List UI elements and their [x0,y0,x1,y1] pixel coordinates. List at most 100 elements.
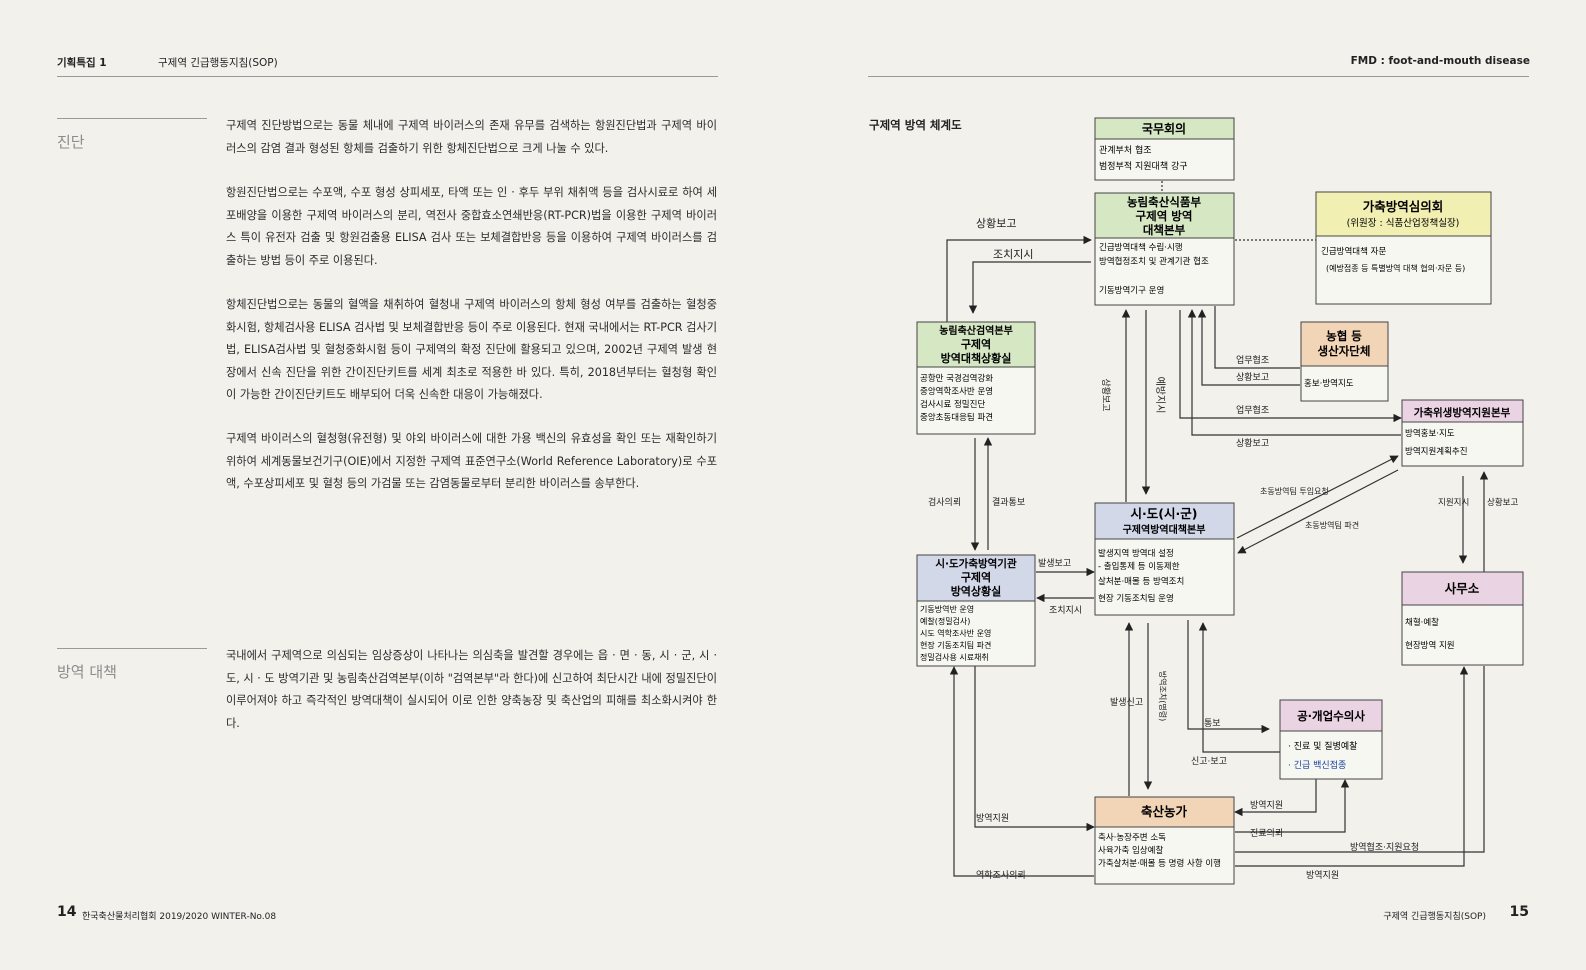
council-item: 긴급방역대책 자문 [1321,246,1386,257]
edge-label: 상황보고 [976,217,1016,230]
edge-label: 업무협조 [1236,404,1269,416]
province-title: 구제역방역대책본부 [1123,523,1206,536]
section-label: 기획특집 1 [57,57,107,69]
ministry-title: 구제역 방역 [1136,209,1193,223]
ministry-item: 기동방역기구 운영 [1099,285,1164,296]
farm-box: 축산농가 축사·농장주변 소독 사육가축 임상예찰 가축살처분·매몰 등 명령 … [1094,796,1235,885]
edge-label: 발생보고 [1038,558,1071,569]
ministry-item: 긴급방역대책 수립·시행 [1099,242,1183,253]
office-item: 채혈·예찰 [1405,617,1439,628]
edge-label: 초동방역팀 파견 [1305,520,1359,530]
edge-label: 방역지원 [1306,870,1339,881]
edge-label: 예방지시 [1154,377,1166,414]
office-title: 사무소 [1445,581,1480,596]
council-subtitle: (위원장 : 식품산업정책실장) [1347,217,1460,229]
support-item: 방역지원계획추진 [1405,446,1468,457]
province-item: 현장 기동조치팀 운영 [1098,593,1174,604]
edge-label: 통보 [1204,718,1221,729]
edge-label: 상황보고 [1487,497,1518,508]
cabinet-item: 관계부처 협조 [1099,144,1152,156]
producers-title: 농협 등 [1326,329,1362,343]
farm-item: 축사·농장주변 소독 [1098,832,1166,843]
page-number-left: 14 [57,904,77,920]
province-title: 시·도(시·군) [1131,506,1198,521]
lab-item: 현장 기동조치팀 파견 [920,640,991,650]
edge-label: 결과통보 [992,497,1025,508]
province-item: 발생지역 방역대 설정 [1098,548,1174,559]
edge-label: 상황보고 [1236,372,1269,383]
support-item: 방역홍보·지도 [1405,428,1455,439]
province-item: - 출입통제 등 이동제한 [1098,561,1180,572]
support-title: 가축위생방역지원본부 [1414,406,1511,419]
lab-item: 예찰(정밀검사) [920,616,970,626]
edge-label: 방역조치(명령) [1158,671,1168,721]
diagnosis-paragraph: 구제역 진단방법으로는 동물 체내에 구제역 바이러스의 존재 유무를 검색하는… [226,119,717,155]
qia-item: 중앙역학조사반 운영 [920,386,993,397]
qia-box: 농림축산검역본부 구제역 방역대책상황실 공항만 국경검역강화 중앙역학조사반 … [916,321,1036,435]
producers-item: 홍보·방역지도 [1304,378,1354,389]
edge-label: 지원지시 [1438,498,1469,508]
edge-label: 조치지시 [993,248,1033,261]
council-item: (예방접종 등 특별방역 대책 협의·자문 등) [1326,263,1465,273]
edge-label: 방역협조·지원요청 [1350,841,1419,853]
qia-title: 농림축산검역본부 [939,324,1013,337]
quarantine-paragraph: 국내에서 구제역으로 의심되는 임상증상이 나타나는 의심축을 발견할 경우에는… [226,649,717,730]
edge-label: 신고·보고 [1191,756,1227,767]
lab-title: 방역상황실 [951,584,1002,598]
edge-label: 상황보고 [1236,438,1269,449]
office-box: 사무소 채혈·예찰 현장방역 지원 [1401,571,1524,666]
ministry-title: 대책본부 [1143,223,1186,237]
edge-labels: 상황보고 조치지시 업무협조 상황보고 업무협조 상황보고 초동방역팀 투입요청… [928,217,1518,881]
vet-box: 공·개업수의사 · 진료 및 질병예찰 · 긴급 백신접종 [1279,699,1383,780]
farm-title: 축산농가 [1141,804,1188,819]
header-subtitle: 구제역 긴급행동지침(SOP) [158,57,278,69]
footer-running-title: 구제역 긴급행동지침(SOP) [1383,912,1486,922]
vet-item: · 진료 및 질병예찰 [1288,740,1357,752]
diagnosis-section-rule [57,118,207,119]
quarantine-section-rule [57,648,207,649]
lab-item: 시도 역학조사반 운영 [920,628,991,638]
edge-label: 상황보고 [1100,378,1111,411]
edge-label: 역학조사의뢰 [976,870,1026,881]
edge-label: 방역지원 [1250,800,1283,811]
farm-item: 가축살처분·매몰 등 명령 사항 이행 [1098,858,1221,869]
qia-title: 방역대책상황실 [941,351,1012,365]
edge-label: 조치지시 [1049,604,1082,616]
office-item: 현장방역 지원 [1405,640,1455,651]
header-rule-left [57,76,718,77]
lab-box: 시·도가축방역기관 구제역 방역상황실 기동방역반 운영 예찰(정밀검사) 시도… [916,554,1036,667]
producers-title: 생산자단체 [1318,344,1371,358]
council-box: 가축방역심의회 (위원장 : 식품산업정책실장) 긴급방역대책 자문 (예방접종… [1315,191,1492,305]
qia-title: 구제역 [961,337,991,351]
qia-item: 중앙초동대응팀 파견 [920,412,993,423]
diagnosis-heading: 진단 [57,133,85,151]
lab-item: 정밀검사용 시료채취 [920,652,989,662]
cabinet-item: 범정부적 지원대책 강구 [1099,160,1188,172]
edge-label: 방역지원 [976,813,1009,824]
cabinet-box: 국무회의 관계부처 협조 범정부적 지원대책 강구 [1094,117,1235,181]
lab-title: 구제역 [961,570,991,584]
footer-publication: 한국축산물처리협회 2019/2020 WINTER-No.08 [82,912,277,922]
edge-label: 업무협조 [1236,354,1269,366]
page-number-right: 15 [1509,904,1529,920]
cabinet-title: 국무회의 [1142,121,1186,136]
edge-label: 발생신고 [1110,697,1143,708]
diagram-connectors [946,181,1489,877]
diagnosis-paragraph: 항체진단법으로는 동물의 혈액을 채취하여 혈청내 구제역 바이러스의 항체 형… [226,298,718,402]
ministry-item: 방역협정조치 및 관계기관 협조 [1099,256,1209,267]
diagram-title: 구제역 방역 체계도 [869,118,962,132]
province-box: 시·도(시·군) 구제역방역대책본부 발생지역 방역대 설정 - 출입통제 등 … [1094,502,1235,616]
farm-item: 사육가축 임상예찰 [1098,845,1163,856]
header-rule-right [868,76,1529,77]
diagnosis-paragraph: 항원진단법으로는 수포액, 수포 형성 상피세포, 타액 또는 인 · 후두 부… [226,186,717,267]
quarantine-heading: 방역 대책 [57,663,117,681]
producers-box: 농협 등 생산자단체 홍보·방역지도 [1300,321,1389,402]
council-title: 가축방역심의회 [1363,199,1444,214]
lab-title: 시·도가축방역기관 [935,557,1017,570]
support-box: 가축위생방역지원본부 방역홍보·지도 방역지원계획추진 [1401,399,1524,467]
ministry-box: 농림축산식품부 구제역 방역 대책본부 긴급방역대책 수립·시행 방역협정조치 … [1094,192,1235,306]
edge-label: 검사의뢰 [928,496,961,508]
diagnosis-paragraph: 구제역 바이러스의 혈청형(유전형) 및 야외 바이러스에 대한 가용 백신의 … [226,432,717,491]
lab-item: 기동방역반 운영 [920,604,974,614]
